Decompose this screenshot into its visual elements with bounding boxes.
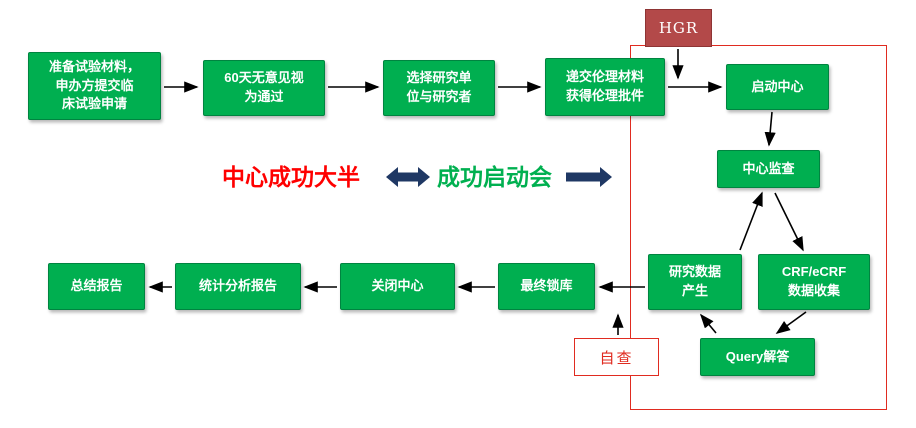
arrow-monitor-to-crf	[774, 192, 804, 252]
node-start-center: 启动中心	[726, 64, 829, 110]
node-crf-data-collection-label: CRF/eCRF 数据收集	[781, 264, 847, 298]
node-final-report: 总结报告	[48, 263, 145, 310]
node-60days-approval-label: 60天无意见视 为通过	[224, 70, 304, 104]
node-study-data-generation: 研究数据 产生	[648, 254, 742, 310]
double-headed-block-arrow	[386, 167, 430, 187]
arrow-crf-to-query	[775, 311, 807, 334]
node-center-monitoring: 中心监查	[717, 150, 820, 188]
caption-center-success: 中心成功大半	[222, 164, 360, 190]
node-center-monitoring-label: 中心监查	[742, 160, 795, 176]
node-final-db-lock-label: 最终锁库	[520, 278, 573, 294]
node-close-center-label: 关闭中心	[371, 278, 424, 294]
node-query-resolution-label: Query解答	[725, 348, 790, 364]
node-ethics-approval-label: 递交伦理材料 获得伦理批件	[565, 69, 644, 103]
node-crf-data-collection: CRF/eCRF 数据收集	[758, 254, 870, 310]
caption-kickoff-meeting: 成功启动会	[437, 164, 552, 190]
hgr-label: HGR	[658, 19, 699, 37]
self-check-box: 自查	[574, 338, 659, 376]
node-ethics-approval: 递交伦理材料 获得伦理批件	[545, 58, 665, 116]
hgr-box: HGR	[645, 9, 712, 47]
node-select-site: 选择研究单 位与研究者	[383, 60, 495, 116]
node-close-center: 关闭中心	[340, 263, 455, 310]
node-60days-approval: 60天无意见视 为通过	[203, 60, 325, 116]
node-final-db-lock: 最终锁库	[498, 263, 595, 310]
node-prepare-application-label: 准备试验材料， 申办方提交临 床试验申请	[48, 58, 140, 112]
node-select-site-label: 选择研究单 位与研究者	[406, 70, 472, 104]
arrow-query-to-data-gen	[699, 313, 717, 334]
arrow-start-center-to-monitor	[764, 111, 776, 147]
arrow-data-gen-to-monitor	[739, 191, 763, 251]
data-management-frame	[630, 45, 887, 410]
node-prepare-application: 准备试验材料， 申办方提交临 床试验申请	[28, 52, 161, 120]
node-stats-report: 统计分析报告	[175, 263, 301, 310]
node-start-center-label: 启动中心	[751, 78, 804, 94]
self-check-label: 自查	[599, 348, 634, 367]
node-final-report-label: 总结报告	[70, 278, 123, 294]
right-block-arrow	[566, 167, 612, 187]
node-study-data-generation-label: 研究数据 产生	[668, 264, 721, 298]
node-stats-report-label: 统计分析报告	[198, 278, 277, 294]
node-query-resolution: Query解答	[700, 338, 815, 376]
